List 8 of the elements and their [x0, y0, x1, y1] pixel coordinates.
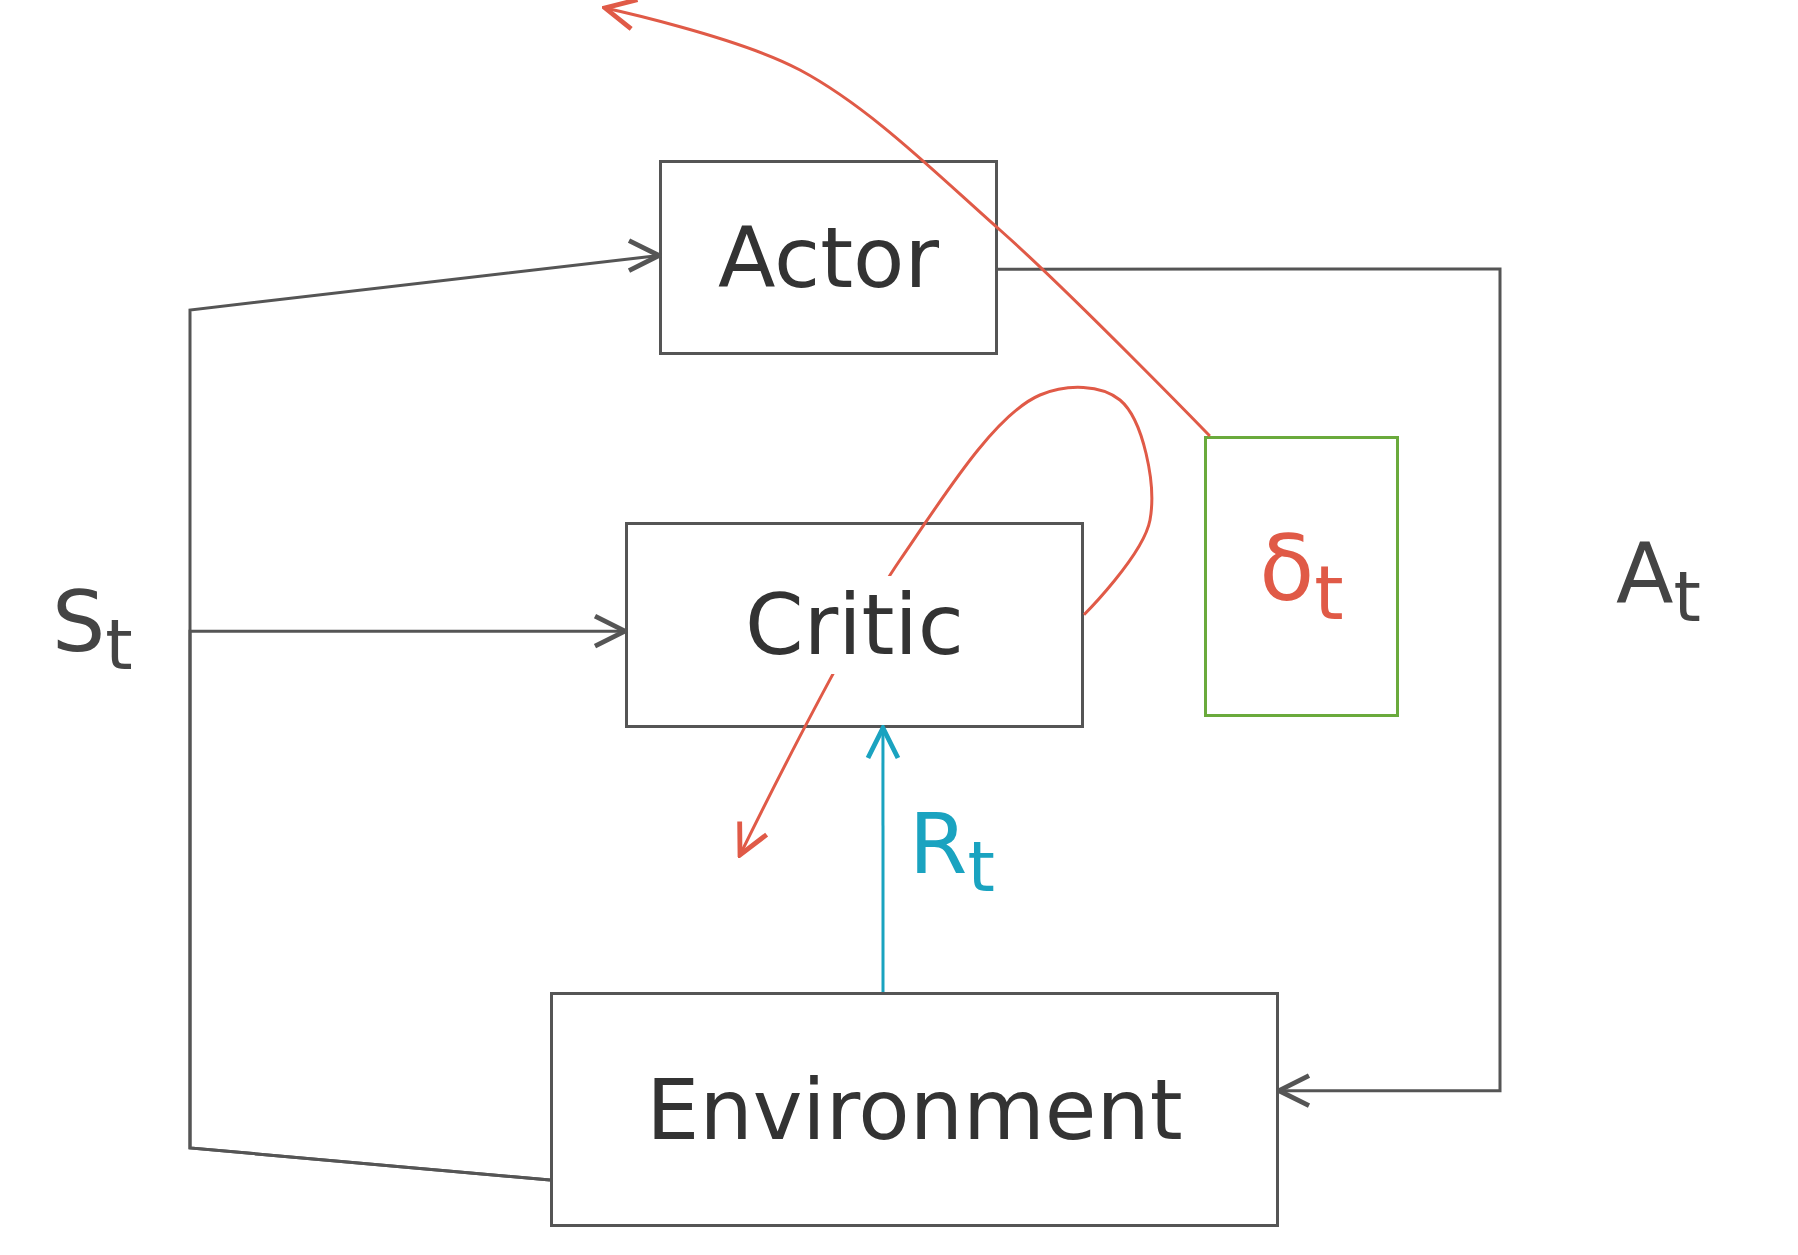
- environment-box: [550, 992, 1279, 1227]
- arrow: [865, 725, 901, 992]
- arrow: [188, 613, 628, 1182]
- arrow: [602, 0, 1211, 438]
- actor-box: [659, 160, 998, 355]
- delta-box: [1204, 436, 1399, 717]
- arrow: [998, 267, 1502, 1109]
- critic-box: [625, 522, 1084, 728]
